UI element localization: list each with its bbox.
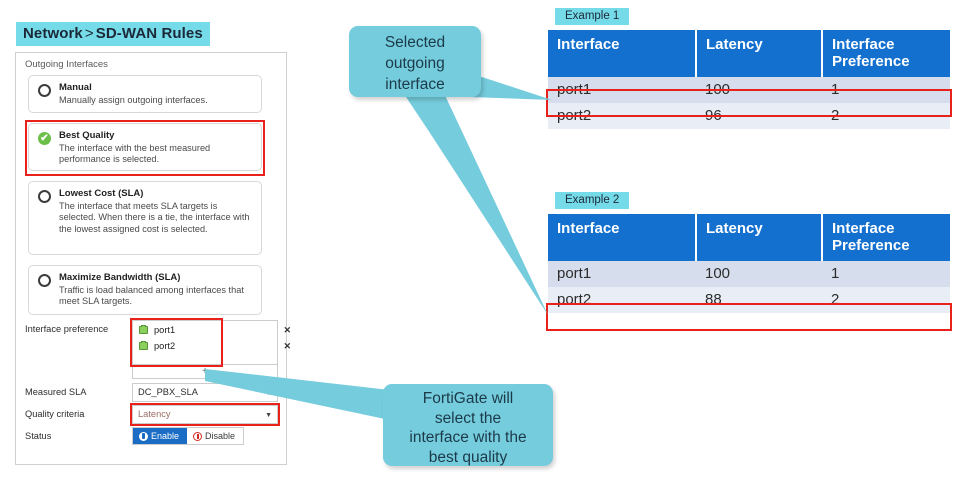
breadcrumb-current: SD-WAN Rules: [95, 25, 203, 42]
callout-line: best quality: [428, 448, 508, 466]
interface-name: port1: [154, 325, 176, 335]
interface-icon: [139, 325, 148, 334]
cell-interface: port1: [548, 261, 696, 287]
table-header-row: Interface Latency Interface Preference: [548, 214, 950, 261]
cell-preference: 2: [822, 287, 950, 313]
arrow-to-example2-port2: [404, 91, 548, 315]
list-item[interactable]: port2 ✕: [133, 339, 291, 353]
status-disable-button[interactable]: Disable: [187, 428, 244, 444]
callout-line: select the: [434, 409, 502, 427]
option-card-maximize-bandwidth-sla[interactable]: Maximize Bandwidth (SLA) Traffic is load…: [28, 265, 262, 315]
arrow-to-interface-preference: [205, 369, 390, 420]
column-header-latency: Latency: [696, 30, 823, 77]
radio-icon-lowest-cost[interactable]: [38, 190, 51, 203]
option-title: Best Quality: [59, 130, 115, 141]
quality-criteria-select[interactable]: Latency ▼: [132, 405, 278, 424]
interface-name: port2: [154, 341, 176, 351]
remove-icon[interactable]: ✕: [283, 325, 291, 335]
option-title: Maximize Bandwidth (SLA): [59, 272, 181, 283]
quality-criteria-value: Latency: [138, 409, 171, 419]
example-1-label: Example 1: [555, 8, 630, 25]
interface-preference-label: Interface preference: [25, 324, 109, 334]
status-enable-label: Enable: [151, 431, 180, 441]
measured-sla-value: DC_PBX_SLA: [138, 387, 198, 397]
callout-fortigate-best-quality: FortiGate will select the interface with…: [383, 384, 553, 466]
status-enable-button[interactable]: Enable: [133, 428, 188, 444]
radio-checked-icon-best-quality[interactable]: ✔: [38, 132, 51, 145]
interface-icon: [139, 341, 148, 350]
example-2-table: Interface Latency Interface Preference p…: [548, 214, 950, 313]
option-card-best-quality[interactable]: ✔ Best Quality The interface with the be…: [28, 123, 262, 171]
remove-icon[interactable]: ✕: [283, 341, 291, 351]
row-measured-sla: Measured SLA: [16, 383, 286, 402]
option-title: Manual: [59, 82, 92, 93]
option-card-manual[interactable]: Manual Manually assign outgoing interfac…: [28, 75, 262, 113]
example-2-label: Example 2: [555, 192, 630, 209]
sdwan-rule-form-panel: Outgoing Interfaces Manual Manually assi…: [15, 52, 291, 465]
option-description: The interface that meets SLA targets is …: [59, 201, 250, 234]
option-title: Lowest Cost (SLA): [59, 188, 144, 199]
disable-icon: [193, 431, 203, 441]
callout-line: FortiGate will: [422, 390, 514, 407]
table-header-row: Interface Latency Interface Preference: [548, 30, 950, 77]
table-row: port1 100 1: [548, 261, 950, 287]
callout-line: outgoing: [385, 55, 445, 72]
option-description: Traffic is load balanced among interface…: [59, 285, 244, 307]
chevron-down-icon[interactable]: ▼: [265, 412, 272, 419]
breadcrumb-separator: >: [84, 25, 94, 42]
option-description: Manually assign outgoing interfaces.: [59, 95, 208, 105]
callout-line: interface with the: [409, 429, 527, 446]
cell-latency: 88: [696, 287, 822, 313]
column-header-interface: Interface: [548, 30, 697, 77]
interface-preference-list[interactable]: port1 ✕ port2 ✕: [132, 320, 291, 365]
radio-icon-manual[interactable]: [38, 84, 51, 97]
breadcrumb: Network>SD-WAN Rules: [16, 22, 210, 46]
status-label: Status: [25, 431, 52, 441]
quality-criteria-label: Quality criteria: [25, 409, 85, 419]
callout-line: Selected: [384, 34, 446, 51]
radio-icon-maximize-bandwidth[interactable]: [38, 274, 51, 287]
outgoing-interfaces-label: Outgoing Interfaces: [25, 59, 108, 70]
breadcrumb-root[interactable]: Network: [23, 25, 83, 42]
column-header-interface-preference: Interface Preference: [822, 214, 950, 261]
callout-selected-outgoing-interface: Selected outgoing interface: [349, 26, 481, 97]
measured-sla-label: Measured SLA: [25, 387, 87, 397]
status-toggle-group[interactable]: Enable Disable: [132, 427, 245, 445]
column-header-interface: Interface: [548, 214, 697, 261]
list-item[interactable]: port1 ✕: [133, 323, 291, 337]
callout-line: interface: [385, 76, 445, 93]
status-disable-label: Disable: [205, 431, 236, 441]
row-status: Status: [16, 427, 286, 446]
enable-icon: [139, 431, 148, 441]
option-description: The interface with the best measured per…: [59, 143, 211, 165]
row-interface-preference: Interface preference: [16, 320, 286, 339]
row-quality-criteria: Quality criteria: [16, 405, 286, 424]
cell-preference: 1: [822, 261, 950, 287]
option-card-lowest-cost-sla[interactable]: Lowest Cost (SLA) The interface that mee…: [28, 181, 262, 255]
cell-latency: 100: [696, 261, 822, 287]
column-header-interface-preference: Interface Preference: [822, 30, 950, 77]
column-header-latency: Latency: [696, 214, 823, 261]
